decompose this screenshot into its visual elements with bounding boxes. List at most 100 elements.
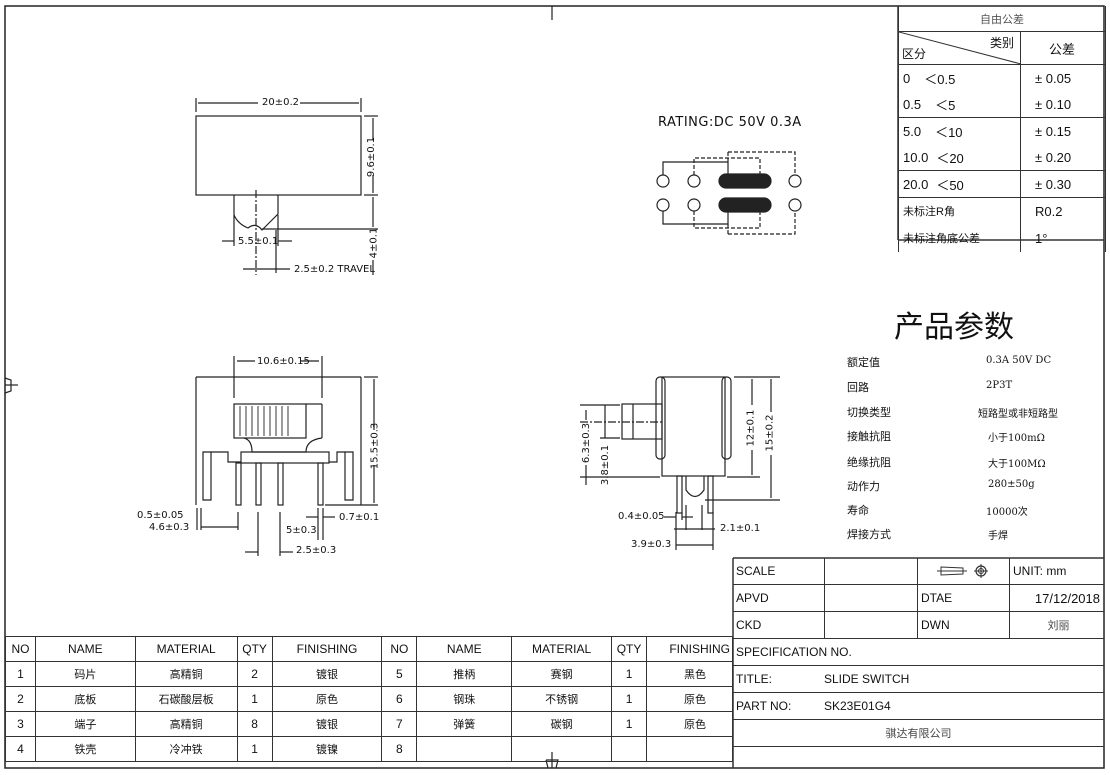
range-from: 5.0 [903, 123, 922, 139]
tolerance-value: ± 0.20 [1035, 149, 1072, 165]
range-from: 0.5 [903, 96, 922, 112]
dim-front-height: 15.5±0.3 [369, 422, 381, 470]
range-to: ＜50 [936, 177, 964, 193]
dim-pitch25: 2.5±0.3 [296, 545, 337, 556]
range-to: ＜10 [935, 124, 963, 140]
header-tolerance: 公差 [1049, 41, 1076, 57]
rating-label: RATING:DC 50V 0.3A [658, 115, 802, 130]
dim-travel: 2.5±0.2 TRAVEL [294, 264, 375, 275]
drawing-frame [4, 5, 1105, 769]
tolerance-value: ± 0.30 [1035, 176, 1072, 192]
part-label: PART NO: [736, 699, 792, 713]
apvd-value [825, 585, 918, 611]
tolerance-row: 5.0＜10 ± 0.15 [899, 117, 1105, 144]
param-value: 短路型或非短路型 [978, 409, 1058, 420]
bom-cell: 黑色 [646, 661, 733, 687]
param-label: 额定值 [847, 356, 880, 369]
dim-15: 15±0.2 [764, 414, 776, 452]
bom-cell: 冷冲铁 [134, 736, 238, 762]
bom-cell: 不锈钢 [511, 686, 613, 712]
dwn-value: 刘丽 [1047, 620, 1070, 632]
param-label: 接触抗阻 [847, 430, 891, 443]
bom-table: NO NAME MATERIAL QTY FINISHING NO NAME M… [5, 636, 733, 762]
bom-cell: 镀银 [271, 711, 383, 737]
dim-actuator: 5.5±0.1 [238, 236, 279, 247]
bom-cell: 原色 [271, 686, 383, 712]
r-angle-label: 未标注R角 [899, 198, 1021, 224]
param-value: 10000次 [986, 507, 1028, 518]
range-to: ＜5 [935, 97, 956, 113]
bom-cell: 底板 [34, 686, 136, 712]
param-value: 手焊 [988, 531, 1008, 542]
bom-cell: 1 [611, 686, 648, 712]
bom-cell: 弹簧 [416, 711, 513, 737]
front-view-drawing [195, 356, 378, 556]
col-header: MATERIAL [511, 636, 613, 662]
header-range: 区分 [902, 47, 927, 61]
range-from: 10.0 [903, 149, 929, 165]
tolerance-row: 0＜0.5 ± 0.05 [899, 64, 1105, 91]
date-label: DTAE [918, 585, 1010, 611]
param-label: 焊接方式 [847, 528, 891, 541]
col-header: NO [381, 636, 418, 662]
bom-cell: 2 [5, 686, 36, 712]
dim-height: 9.6±0.1 [366, 136, 378, 178]
bom-cell: 碳钢 [511, 711, 613, 737]
first-angle-projection-icon [937, 564, 988, 578]
ckd-value [825, 612, 918, 638]
param-value: 280±50g [988, 479, 1035, 490]
scale-value [825, 558, 918, 584]
dim-pin-width: 0.7±0.1 [339, 512, 380, 523]
bom-cell: 1 [611, 661, 648, 687]
dim-actuator-height: 4±0.1 [368, 227, 380, 259]
param-label: 切换类型 [847, 406, 891, 419]
tolerance-table: 自由公差 类别 区分 公差 0＜0.5 ± 0.05 0.5＜5 ± 0.10 … [898, 6, 1106, 252]
tolerance-row: 10.0 ＜20 ± 0.20 [899, 144, 1105, 170]
param-label: 绝缘抗阻 [847, 456, 891, 469]
col-header: NAME [416, 636, 513, 662]
tolerance-row: 0.5 ＜5 ± 0.10 [899, 91, 1105, 117]
tolerance-value: ± 0.10 [1035, 96, 1072, 112]
bom-cell: 7 [381, 711, 418, 737]
bom-cell: 1 [236, 736, 273, 762]
param-label: 寿命 [847, 504, 869, 517]
bom-cell: 石碳酸层板 [134, 686, 238, 712]
col-header: FINISHING [271, 636, 383, 662]
range-from: 20.0 [903, 176, 929, 192]
tolerance-value: ± 0.05 [1035, 70, 1072, 86]
range-to: ＜20 [936, 150, 964, 166]
bom-header-row: NO NAME MATERIAL QTY FINISHING NO NAME M… [5, 636, 733, 662]
bom-cell: 8 [381, 736, 418, 762]
range-to: ＜0.5 [924, 71, 956, 87]
company-name: 骐达有限公司 [885, 728, 952, 740]
col-header: QTY [236, 636, 273, 662]
dim-63: 6.3±0.3 [581, 422, 593, 464]
dim-04: 0.4±0.05 [618, 511, 665, 522]
dim-12: 12±0.1 [745, 409, 757, 447]
bom-cell: 3 [5, 711, 36, 737]
angle-row: 未标注角底公差 1° [899, 224, 1105, 252]
param-value: 2P3T [986, 380, 1013, 391]
angle-label: 未标注角底公差 [899, 224, 1021, 252]
bom-cell: 1 [5, 661, 36, 687]
bom-cell: 镀镍 [271, 736, 383, 762]
dim-edge: 4.6±0.3 [149, 522, 190, 533]
bom-cell: 端子 [34, 711, 136, 737]
bom-cell [611, 736, 648, 762]
dim-width: 20±0.2 [262, 97, 300, 108]
tolerance-row: 20.0 ＜50 ± 0.30 [899, 170, 1105, 197]
bom-cell: 2 [236, 661, 273, 687]
title-label: TITLE: [736, 672, 773, 686]
param-label: 动作力 [847, 480, 880, 493]
dim-window: 10.6±0.15 [257, 356, 310, 367]
header-category: 类别 [989, 36, 1014, 50]
bom-cell: 钢珠 [416, 686, 513, 712]
bom-cell: 高精铜 [134, 661, 238, 687]
bom-cell: 5 [381, 661, 418, 687]
dim-39: 3.9±0.3 [631, 539, 672, 550]
params-title: 产品参数 [894, 310, 1014, 345]
projection-symbol [918, 558, 1010, 584]
angle-value: 1° [1035, 230, 1048, 246]
